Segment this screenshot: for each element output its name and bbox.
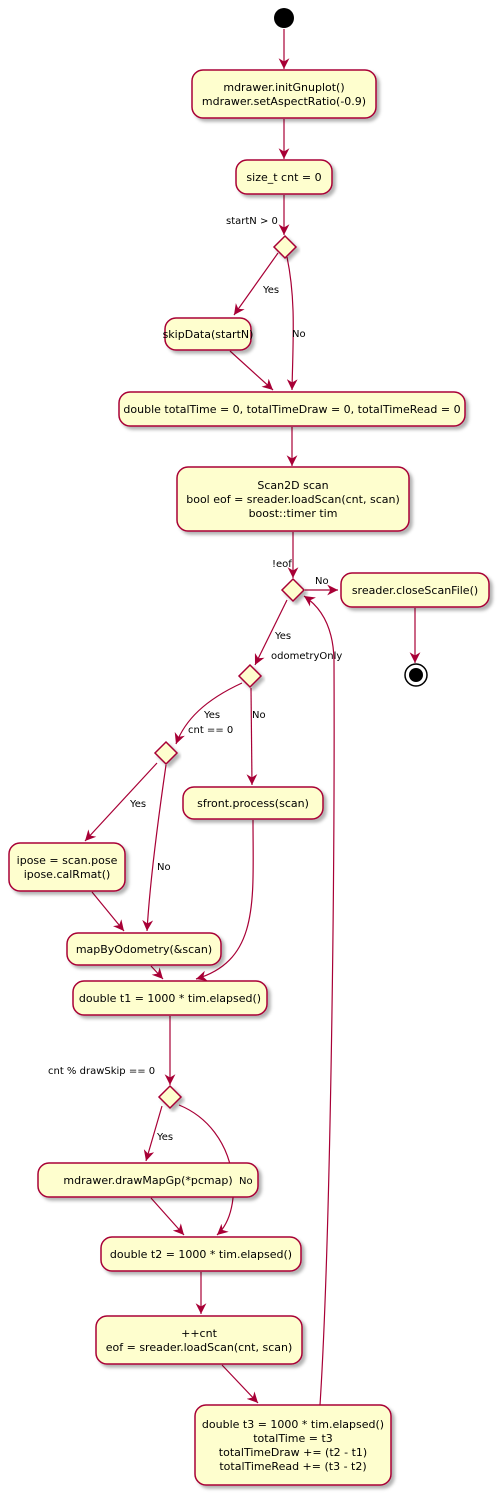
decision-start-n (272, 234, 298, 260)
edge-sfront-to-t1 (195, 819, 254, 982)
activity-text: totalTime = t3 (253, 1432, 333, 1445)
activity-box (118, 391, 466, 427)
activity-map_by_odometry: mapByOdometry(&scan) (66, 932, 222, 966)
label-start-n-yes: Yes (262, 285, 279, 296)
activity-box (100, 1236, 302, 1272)
activity-text: mdrawer.drawMapGp(*pcmap) (63, 1174, 232, 1187)
label-start-n-no: No (292, 329, 306, 340)
activity-box (182, 786, 324, 820)
edge-cnt-zero-no (142, 764, 167, 932)
activity-sfront_process: sfront.process(scan) (182, 786, 324, 820)
activity-text: ipose.calRmat() (24, 868, 111, 881)
edge-t3-loop-back (303, 595, 335, 1406)
label-odometry-yes: Yes (203, 710, 220, 721)
activity-text: sfront.process(scan) (197, 797, 309, 810)
label-eof-no: No (315, 576, 329, 587)
activity-text: mapByOdometry(&scan) (76, 943, 212, 956)
decision-eof (280, 577, 306, 603)
activity-t1: double t1 = 1000 * tim.elapsed() (72, 980, 268, 1016)
activity-close_scan_file: sreader.closeScanFile() (340, 572, 490, 608)
label-cnt-zero-no: No (157, 862, 171, 873)
activity-box (37, 1162, 259, 1198)
activity-text: ipose = scan.pose (17, 854, 118, 867)
decision-cnt-zero (153, 740, 179, 766)
labels: startN > 0 !eof odometryOnly cnt == 0 cnt % … (48, 216, 342, 1187)
activity-totals_init: double totalTime = 0, totalTimeDraw = 0,… (118, 391, 466, 427)
activity-text: mdrawer.setAspectRatio(-0.9) (202, 95, 366, 108)
edge-eof-yes (254, 599, 288, 666)
edge-draw-skip-yes (143, 1105, 163, 1162)
activity-box (340, 572, 490, 608)
edge-draw-to-t2 (150, 1197, 185, 1236)
activity-box (164, 317, 252, 351)
activity-text: totalTimeRead += (t3 - t2) (219, 1460, 366, 1473)
label-draw-skip-yes: Yes (156, 1132, 173, 1143)
activity-draw_map: mdrawer.drawMapGp(*pcmap) (37, 1162, 259, 1198)
activity-text: eof = sreader.loadScan(cnt, scan) (106, 1341, 293, 1354)
activity-box (72, 980, 268, 1016)
activity-text: mdrawer.initGnuplot() (223, 81, 344, 94)
activity-box (194, 1404, 392, 1486)
condition-eof: !eof (272, 559, 292, 570)
activity-cnt_init: size_t cnt = 0 (235, 159, 333, 195)
decision-odometry-only (237, 663, 263, 689)
edge-start-n-yes (233, 252, 279, 316)
activity-text: double t3 = 1000 * tim.elapsed() (202, 1418, 384, 1431)
activity-text: double totalTime = 0, totalTimeDraw = 0,… (123, 403, 460, 416)
nodes: mdrawer.initGnuplot()mdrawer.setAspectRa… (8, 8, 490, 1486)
activity-text: ++cnt (181, 1327, 217, 1340)
condition-cnt-zero: cnt == 0 (188, 725, 233, 736)
label-odometry-no: No (252, 710, 266, 721)
condition-draw-skip: cnt % drawSkip == 0 (48, 1066, 155, 1077)
edge-inc-to-t3 (221, 1364, 259, 1404)
activity-text: Scan2D scan (257, 479, 328, 492)
activity-box (8, 842, 126, 892)
edge-cnt-zero-yes (84, 762, 158, 842)
activity-text: boost::timer tim (249, 507, 338, 520)
activity-box (235, 159, 333, 195)
activity-text: totalTimeDraw += (t2 - t1) (219, 1446, 367, 1459)
end-node (404, 663, 428, 687)
activity-text: skipData(startN) (163, 328, 254, 341)
edge-ipose-to-map (91, 891, 125, 932)
edge-start-n-no (286, 256, 298, 391)
activity-box (191, 69, 377, 119)
activity-init_gnuplot: mdrawer.initGnuplot()mdrawer.setAspectRa… (191, 69, 377, 119)
edge-odometry-yes (174, 682, 243, 745)
label-cnt-zero-yes: Yes (129, 799, 146, 810)
edge-map-to-t1 (150, 965, 164, 980)
activity-box (95, 1315, 303, 1365)
activity-text: double t2 = 1000 * tim.elapsed() (110, 1248, 292, 1261)
label-eof-yes: Yes (274, 631, 291, 642)
activity-text: double t1 = 1000 * tim.elapsed() (79, 992, 261, 1005)
activity-text: bool eof = sreader.loadScan(cnt, scan) (186, 493, 400, 506)
label-draw-skip-no: No (239, 1176, 253, 1187)
edge-skip-to-totals (229, 350, 274, 391)
start-node (274, 8, 294, 28)
activity-skip_data: skipData(startN) (163, 317, 254, 351)
activity-t2: double t2 = 1000 * tim.elapsed() (100, 1236, 302, 1272)
activity-text: sreader.closeScanFile() (352, 584, 478, 597)
decision-draw-skip (157, 1084, 183, 1110)
activity-box (176, 466, 410, 532)
activity-t3: double t3 = 1000 * tim.elapsed()totalTim… (194, 1404, 392, 1486)
activity-text: size_t cnt = 0 (246, 171, 321, 184)
activity-box (66, 932, 222, 966)
condition-odometry-only: odometryOnly (271, 651, 342, 662)
condition-start-n: startN > 0 (226, 216, 278, 227)
edges (84, 29, 421, 1406)
edge-odometry-no (246, 687, 258, 786)
